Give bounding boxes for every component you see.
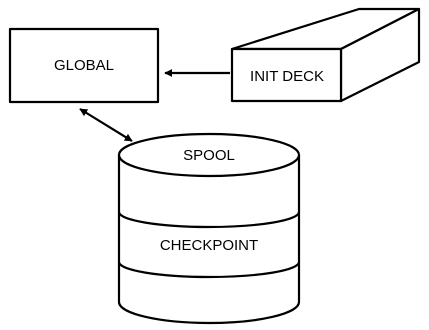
init-deck-label: INIT DECK — [250, 68, 324, 85]
spool-cylinder: SPOOL CHECKPOINT — [117, 132, 301, 325]
global-spool-arrow — [79, 108, 133, 142]
global-label: GLOBAL — [54, 57, 114, 74]
spool-label: SPOOL — [183, 147, 235, 164]
global-box: GLOBAL — [8, 27, 160, 104]
checkpoint-bottom-band — [117, 261, 301, 279]
checkpoint-label: CHECKPOINT — [160, 237, 258, 254]
checkpoint-top-band — [117, 211, 301, 229]
init-deck: INIT DECK — [230, 7, 421, 103]
